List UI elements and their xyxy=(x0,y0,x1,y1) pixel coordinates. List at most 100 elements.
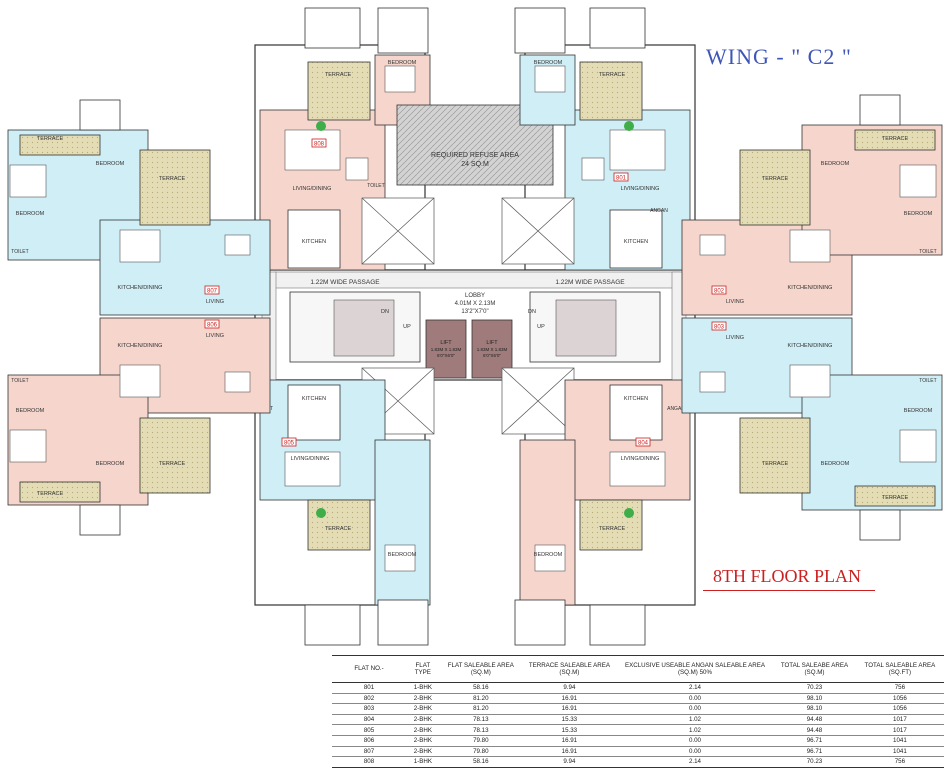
flat-number-802: 802 xyxy=(714,289,725,295)
table-cell: 802 xyxy=(332,693,406,705)
room-label: LIVING xyxy=(206,333,224,339)
room-label: TERRACE xyxy=(37,136,64,142)
room-label: TOILET xyxy=(11,249,28,255)
kitchen-805 xyxy=(287,384,341,441)
table-header-row: FLAT NO.- FLAT TYPE FLAT SALEABLE AREA (… xyxy=(332,655,944,683)
room-label: TERRACE xyxy=(882,136,909,142)
room-label: TERRACE xyxy=(325,72,352,78)
table-row: 805 2-BHK 78.13 15.33 1.02 94.48 1017 xyxy=(332,724,944,736)
stair-up: UP xyxy=(537,324,545,330)
room-label: BEDROOM xyxy=(16,408,45,414)
lobby-label: LOBBY xyxy=(465,293,485,299)
table-cell: 0.00 xyxy=(616,703,774,715)
table-cell: 16.91 xyxy=(521,735,617,747)
lobby-size: 4.01M X 2.13M xyxy=(455,301,496,307)
table-cell: 16.91 xyxy=(521,746,617,758)
table-cell: 2.14 xyxy=(616,682,774,694)
table-cell: 805 xyxy=(332,724,406,736)
room-label: TERRACE xyxy=(599,526,626,532)
table-cell: 79.80 xyxy=(439,746,522,758)
column-header: FLAT SALEABLE AREA (SQ.M) xyxy=(439,655,522,683)
plant-icon xyxy=(624,508,634,518)
sofa-803 xyxy=(699,371,726,393)
table-cell: 81.20 xyxy=(439,703,522,715)
room-label: KITCHEN xyxy=(302,239,326,245)
room-label: BEDROOM xyxy=(96,161,125,167)
room-label: KITCHEN/DINING xyxy=(118,343,163,349)
room-label: BEDROOM xyxy=(16,211,45,217)
flat-803: 803 LIVING KITCHEN/DINING TERRACE TERRAC… xyxy=(681,317,943,511)
table-row: 806 2-BHK 79.80 16.91 0.00 96.71 1041 xyxy=(332,735,944,747)
refuse-area-value: 24 SQ.M xyxy=(461,161,489,168)
table-cell: 94.48 xyxy=(773,714,856,726)
bed-802 xyxy=(899,164,937,198)
table-cell: 70.23 xyxy=(773,682,856,694)
table-cell: 94.48 xyxy=(773,724,856,736)
floor-plan: 808 LIVING/DINING TERRACE BEDROOM KITCHE… xyxy=(7,7,943,646)
room-label: ANGAN xyxy=(650,208,668,214)
flat-badge-805 xyxy=(281,437,297,447)
terrace-807-small xyxy=(19,134,101,156)
table-cell: 58.16 xyxy=(439,682,522,694)
flat-805: 805 LIVING/DINING TERRACE BEDROOM KITCHE… xyxy=(259,379,431,606)
room-label: KITCHEN xyxy=(624,396,648,402)
lift-size-ft: 6'0"X6'0" xyxy=(437,353,455,358)
table-row: 801 1-BHK 58.16 9.94 2.14 70.23 756 xyxy=(332,682,944,694)
table-cell: 79.80 xyxy=(439,735,522,747)
stair-right xyxy=(555,299,617,357)
table-cell: 808 xyxy=(332,756,406,768)
outer-balconies xyxy=(79,7,901,646)
wing-title: WING - " C2 " xyxy=(706,44,852,69)
sofa-802 xyxy=(699,234,726,256)
sofa-808 xyxy=(284,129,341,171)
table-cell: 804 xyxy=(332,714,406,726)
sofa-804 xyxy=(609,451,666,487)
bed-807 xyxy=(9,164,47,198)
table-cell: 15.33 xyxy=(521,714,617,726)
lift-label: LIFT xyxy=(486,340,498,346)
room-label: LIVING/DINING xyxy=(621,456,660,462)
table-801 xyxy=(581,157,605,181)
table-cell: 0.00 xyxy=(616,693,774,705)
flat-808: 808 LIVING/DINING TERRACE BEDROOM KITCHE… xyxy=(259,54,431,271)
table-cell: 96.71 xyxy=(773,746,856,758)
terrace-803 xyxy=(739,417,811,494)
sofa-805 xyxy=(284,451,341,487)
table-cell: 98.10 xyxy=(773,703,856,715)
lift-label: LIFT xyxy=(440,340,452,346)
kitchen-804 xyxy=(609,384,663,441)
table-row: 804 2-BHK 78.13 15.33 1.02 94.48 1017 xyxy=(332,714,944,726)
bed-803 xyxy=(899,429,937,463)
bed-805 xyxy=(384,544,416,572)
table-cell: 1-BHK xyxy=(406,682,440,694)
table-cell: 1056 xyxy=(855,703,944,715)
room-label: TERRACE xyxy=(599,72,626,78)
room-label: TERRACE xyxy=(37,491,64,497)
sofa-807 xyxy=(224,234,251,256)
flat-badge-801 xyxy=(613,172,629,182)
bed-804 xyxy=(534,544,566,572)
room-label: TERRACE xyxy=(762,461,789,467)
flat-badge-802 xyxy=(711,285,727,295)
flat-801: 801 LIVING/DINING TERRACE BEDROOM KITCHE… xyxy=(519,54,691,271)
stair-left xyxy=(333,299,395,357)
table-cell: 58.16 xyxy=(439,756,522,768)
table-cell: 70.23 xyxy=(773,756,856,768)
table-row: 803 2-BHK 81.20 16.91 0.00 98.10 1056 xyxy=(332,703,944,715)
area-statement-table: FLAT NO.- FLAT TYPE FLAT SALEABLE AREA (… xyxy=(332,655,944,768)
room-label: TERRACE xyxy=(882,495,909,501)
room-label: LIVING/DINING xyxy=(293,186,332,192)
flat-number-805: 805 xyxy=(284,441,295,447)
flat-badge-807 xyxy=(204,285,220,295)
lift-size-ft: 6'0"X6'0" xyxy=(483,353,501,358)
table-cell: 807 xyxy=(332,746,406,758)
floor-title-underline xyxy=(703,590,875,591)
kitchen-801 xyxy=(609,209,663,269)
table-cell: 15.33 xyxy=(521,724,617,736)
room-label: BEDROOM xyxy=(821,161,850,167)
table-row: 808 1-BHK 58.16 9.94 2.14 70.23 756 xyxy=(332,756,944,768)
table-cell: 2-BHK xyxy=(406,703,440,715)
table-row: 802 2-BHK 81.20 16.91 0.00 98.10 1056 xyxy=(332,693,944,705)
lift-size: 1.83M X 1.83M xyxy=(477,347,508,352)
room-label: LIVING xyxy=(726,299,744,305)
